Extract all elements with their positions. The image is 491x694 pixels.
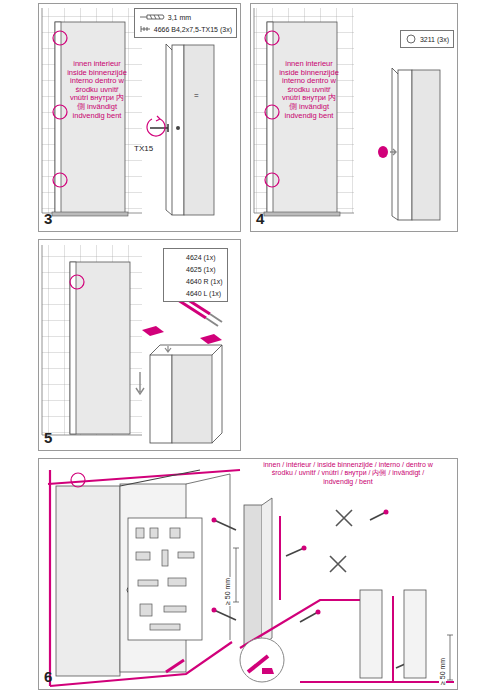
tool-label: =	[194, 91, 199, 100]
parts-row: 4640 L (1x)	[186, 287, 223, 299]
label-wrap: innen interieur inside binnenzijde inter…	[66, 60, 128, 122]
label-wrap: innen interieur inside binnenzijde inter…	[278, 60, 340, 122]
parts-row: 4666 B4,2x7,5-TX15 (3x)	[139, 23, 232, 35]
parts-row: 4624 (1x)	[186, 251, 223, 263]
step-panel: 5 4624 (1x) 4625 (1x) 4640 R (1x) 4640 L (1x…	[38, 239, 241, 451]
parts-list-box: 3211 (3x)	[400, 30, 454, 48]
dimension-label: ≥ 50 mm	[224, 577, 231, 606]
part-number: 4666 B4,2x7,5-TX15 (3x)	[154, 26, 232, 33]
step-panel: 6	[38, 458, 458, 690]
inside-label: innen interieur inside binnenzijde inter…	[66, 60, 128, 120]
step-number: 3	[44, 210, 52, 227]
label-wrap: innen / intérieur / inside binnenzijde /…	[262, 461, 434, 488]
step-number-wrap: 5	[44, 429, 52, 447]
part-number: 4640 R (1x)	[186, 278, 223, 285]
step-number: 6	[44, 668, 52, 685]
cap-icon	[405, 34, 417, 44]
label-wrap: ≥ 50 mm	[224, 598, 253, 616]
label-wrap: =	[194, 84, 199, 102]
parts-row: 3211 (3x)	[405, 33, 449, 45]
drill-icon	[139, 12, 165, 22]
tool-label: TX15	[134, 144, 153, 153]
part-number: 4625 (1x)	[186, 266, 216, 273]
inside-label: innen interieur inside binnenzijde inter…	[278, 60, 340, 120]
dimension-label: ≥ 50 mm	[439, 657, 446, 686]
label-wrap: ≥ 50 mm	[439, 678, 468, 694]
inside-label: innen / intérieur / inside binnenzijde /…	[262, 461, 434, 486]
parts-row: 4640 R (1x)	[186, 275, 223, 287]
parts-row: 4625 (1x)	[186, 263, 223, 275]
part-number: 3211 (3x)	[420, 36, 449, 43]
part-number: 4640 L (1x)	[186, 290, 221, 297]
step-panel: 4 3211 (3x)	[250, 3, 458, 232]
part-number: 3,1 mm	[168, 14, 191, 21]
step-number-wrap: 3	[44, 210, 52, 228]
part-number: 4624 (1x)	[186, 254, 216, 261]
step-number-wrap: 4	[256, 210, 264, 228]
parts-list-box: 4624 (1x) 4625 (1x) 4640 R (1x) 4640 L (1x)	[163, 248, 228, 302]
step-number: 5	[44, 429, 52, 446]
step-number: 4	[256, 210, 264, 227]
screw-icon	[139, 24, 151, 34]
parts-list-box: 3,1 mm 4666 B4,2x7,5-TX15 (3x)	[134, 8, 237, 38]
label-wrap: TX15	[134, 137, 153, 155]
step-number-wrap: 6	[44, 668, 52, 686]
step-panel: 3 3,1 mm 4666 B4,2x7,5-TX15 (3x)	[38, 3, 241, 232]
parts-row: 3,1 mm	[139, 11, 232, 23]
